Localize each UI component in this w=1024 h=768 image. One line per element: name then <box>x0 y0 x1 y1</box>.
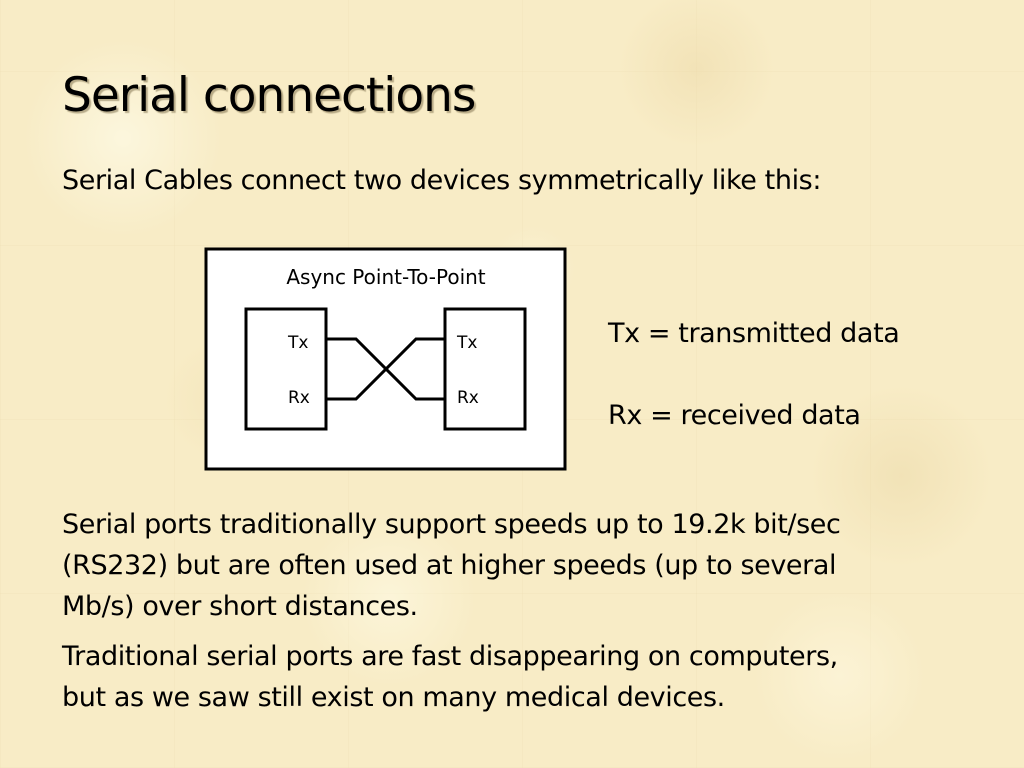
intro-text: Serial Cables connect two devices symmet… <box>62 165 822 196</box>
speeds-line-3: Mb/s) over short distances. <box>62 591 418 622</box>
right-tx-label: Tx <box>456 333 477 353</box>
slide-title: Serial connections <box>62 68 476 123</box>
speeds-paragraph: Serial ports traditionally support speed… <box>62 504 841 627</box>
disappearing-line-1: Traditional serial ports are fast disapp… <box>62 641 838 672</box>
diagram-canvas: Async Point-To-Point Tx Rx Tx Rx <box>204 247 567 471</box>
left-rx-to-right-tx-wire <box>326 337 445 401</box>
left-tx-label: Tx <box>287 333 308 353</box>
diagram-heading: Async Point-To-Point <box>286 265 485 289</box>
right-device-box <box>443 307 527 431</box>
disappearing-line-2: but as we saw still exist on many medica… <box>62 682 725 713</box>
speeds-line-2: (RS232) but are often used at higher spe… <box>62 550 837 581</box>
async-point-to-point-diagram: Async Point-To-Point Tx Rx Tx Rx <box>204 247 568 472</box>
diagram-frame <box>204 247 567 471</box>
rx-legend: Rx = received data <box>608 400 861 431</box>
right-rx-label: Rx <box>457 388 479 408</box>
disappearing-paragraph: Traditional serial ports are fast disapp… <box>62 636 838 718</box>
tx-legend: Tx = transmitted data <box>608 318 900 349</box>
speeds-line-1: Serial ports traditionally support speed… <box>62 509 841 540</box>
left-device-box <box>244 307 328 431</box>
left-rx-label: Rx <box>288 388 310 408</box>
